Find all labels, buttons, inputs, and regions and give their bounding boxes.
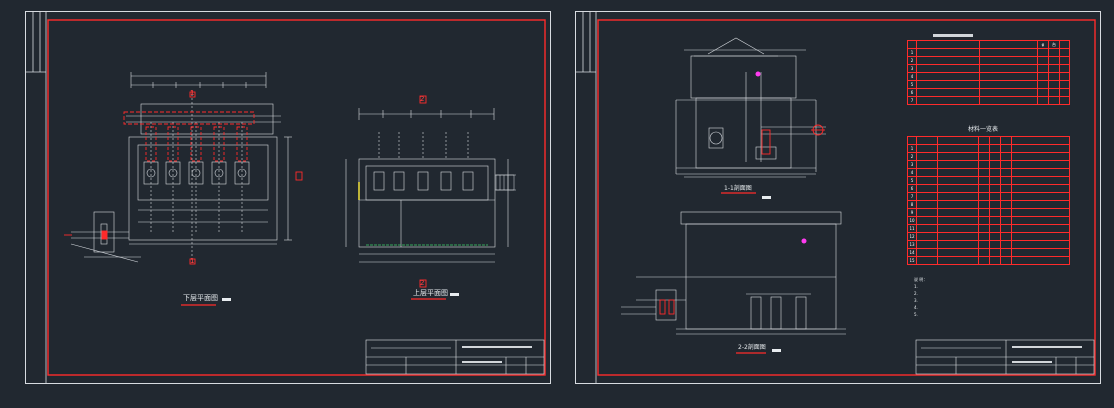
material-table: 1 2 3 4 5 6 7 8 9 10 11 12 13 14 15: [907, 136, 1070, 265]
sheet-2-linework: [576, 12, 1096, 383]
table-row: 8: [907, 200, 1070, 209]
table-row: 15: [907, 256, 1070, 265]
table-row: 14: [907, 248, 1070, 257]
equipment-table-title: [933, 34, 973, 37]
drawing-sheet-1: 1 1 2 2 下层平面图 上层平面图: [25, 11, 551, 384]
table-row: 5: [907, 176, 1070, 185]
table-row: 11: [907, 224, 1070, 233]
table-row: 10: [907, 216, 1070, 225]
section-marker-2-bottom: 2: [420, 279, 425, 287]
section-marker-1-bottom: 1: [190, 257, 195, 265]
table-row: 2: [907, 152, 1070, 161]
table-row: 7: [907, 96, 1070, 105]
note-item: 2.: [914, 291, 918, 296]
table-row: 6: [907, 88, 1070, 97]
table-row: 2: [907, 56, 1070, 65]
table-row: 5: [907, 80, 1070, 89]
material-table-title: 材料一览表: [968, 126, 999, 133]
view-title-lower-plan: 下层平面图: [183, 294, 218, 302]
table-row: 7: [907, 192, 1070, 201]
view-title-upper-plan: 上层平面图: [413, 289, 448, 297]
notes-heading: 说 明：: [914, 277, 928, 282]
note-item: 1.: [914, 284, 918, 289]
table-row: 3: [907, 64, 1070, 73]
table-row: 6: [907, 184, 1070, 193]
table-row: 3: [907, 160, 1070, 169]
sheet-1-linework: [26, 12, 546, 383]
note-item: 5.: [914, 312, 918, 317]
table-row: 12: [907, 232, 1070, 241]
table-row: 4: [907, 72, 1070, 81]
section-marker-2-top: 2: [420, 95, 425, 103]
view-title-section-2-2: 2-2剖面图: [738, 344, 766, 351]
table-row: 13: [907, 240, 1070, 249]
section-marker-1-top: 1: [190, 89, 195, 97]
note-item: 3.: [914, 298, 918, 303]
table-row: 1: [907, 48, 1070, 57]
design-notes: 说 明： 1. 2. 3. 4. 5.: [914, 276, 927, 318]
table-row: [907, 136, 1070, 145]
table-row: 9: [907, 208, 1070, 217]
view-title-section-1-1: 1-1剖面图: [724, 185, 752, 192]
table-row: 4: [907, 168, 1070, 177]
table-row: 1: [907, 144, 1070, 153]
note-item: 4.: [914, 305, 918, 310]
